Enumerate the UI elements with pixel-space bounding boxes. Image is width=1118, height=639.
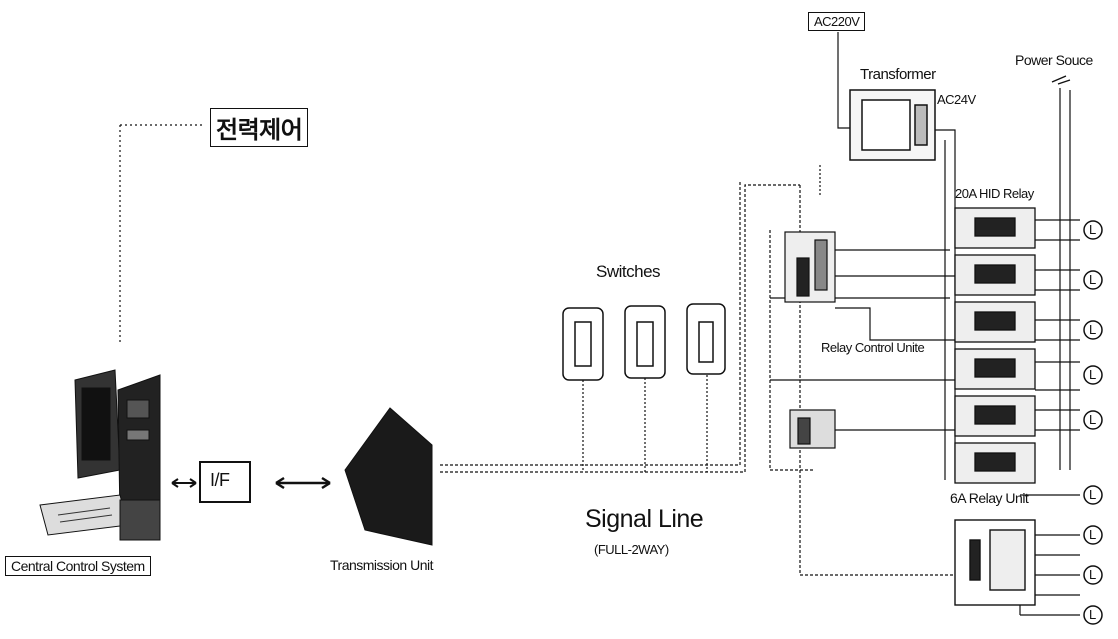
transformer [849,89,936,161]
ac24-label: AC24V [937,92,976,107]
power-source-label: Power Souce [1015,52,1093,68]
hid-relay-outputs [1035,219,1080,431]
load-letter: L [1089,607,1096,622]
central-control-pc [39,369,161,541]
transmission-unit [344,407,433,546]
control-box-label: 전력제어 [210,108,309,147]
signal-line-mode-label: (FULL-2WAY) [594,542,669,557]
relay-6a-unit [954,519,1036,606]
load-letter: L [1089,222,1096,237]
hid-relay-label: 20A HID Relay [955,186,1034,201]
switch-droplines [582,375,708,472]
interface-box [199,461,251,503]
load-letter: L [1089,272,1096,287]
loads [1083,220,1103,625]
load-letter: L [1089,322,1096,337]
hid-relays [954,207,1036,484]
transformer-feed [935,129,956,480]
load-letter: L [1089,567,1096,582]
relay6a-outputs [1019,494,1080,616]
load-letter: L [1089,412,1096,427]
relay-control-unit-label: Relay Control Unite [821,340,925,355]
switches [562,303,726,381]
interface-label: I/F [210,470,230,490]
rcu-links [770,249,955,431]
load-letter: L [1089,527,1096,542]
load-letter: L [1089,367,1096,382]
relay-control-unit [784,231,836,449]
signal-line-label: Signal Line [585,505,704,533]
relay-6a-label: 6A Relay Unit [950,490,1029,506]
load-letter: L [1089,487,1096,502]
signal-bus [440,180,800,473]
switches-label: Switches [596,262,661,281]
power-lines [1059,88,1071,470]
power-source-symbol [1051,75,1071,85]
ac220-label: AC220V [808,12,866,31]
control-dashed-line [119,124,205,345]
central-control-label: Central Control System [5,556,151,576]
transmission-unit-label: Transmission Unit [330,557,434,573]
transformer-label: Transformer [860,66,936,83]
rcu-feed [769,185,960,576]
